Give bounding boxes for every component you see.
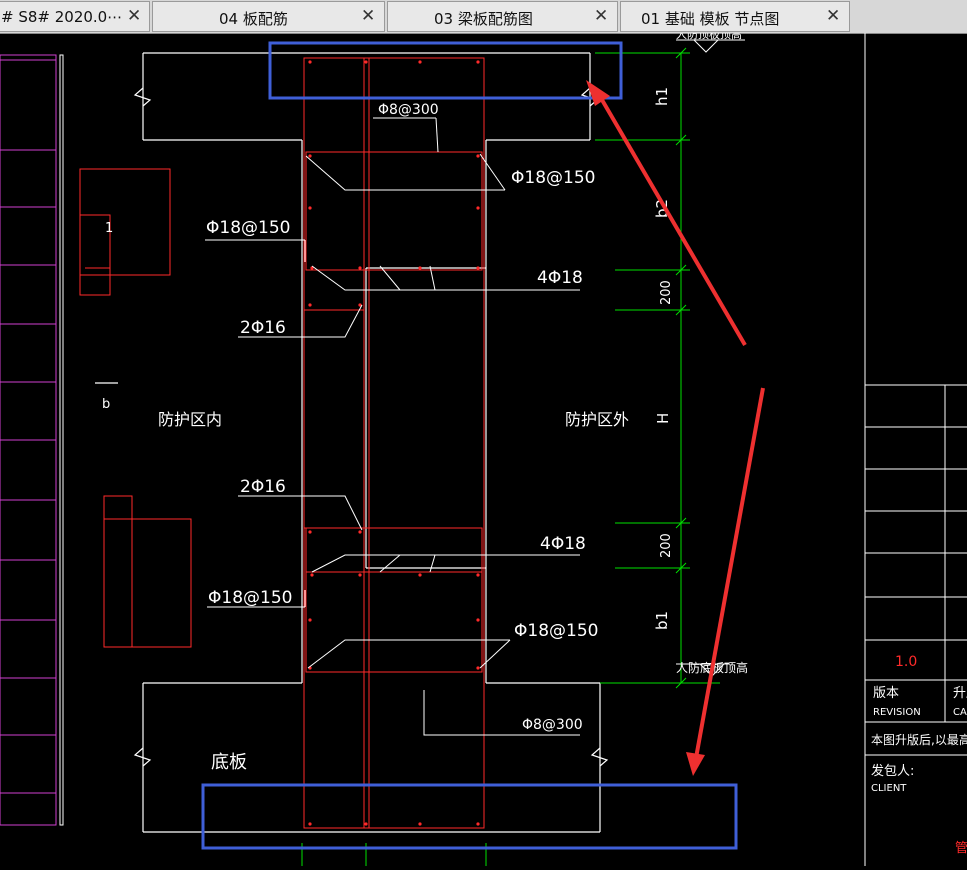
- label-phi18-top-right: Φ18@150: [511, 168, 595, 188]
- rebar-label-group: Φ8@300 Φ18@150 Φ18@150 4Φ18 2Φ16 2Φ16 4Φ…: [206, 102, 598, 733]
- highlight-box-top: [268, 41, 623, 100]
- left-panel: [0, 54, 57, 826]
- title-block-red-mark: 管: [955, 841, 967, 856]
- label-2phi16-top: 2Φ16: [240, 318, 286, 338]
- title-block-upgrade-label-en: CAU: [953, 707, 967, 718]
- tab-beam-slab-close-icon[interactable]: ✕: [594, 6, 609, 26]
- level-markers: [676, 39, 745, 677]
- cad-canvas[interactable]: Φ8@300 Φ18@150 Φ18@150 4Φ18 2Φ16 2Φ16 4Φ…: [0, 27, 967, 866]
- title-block: [864, 33, 967, 866]
- dim-200-bottom: 200: [659, 533, 674, 558]
- label-phi18-bottom-left: Φ18@150: [208, 588, 292, 608]
- tab-s8[interactable]: # S8# 2020.0⋯ ✕: [0, 1, 150, 32]
- title-block-note: 本图升版后,以最高版: [871, 732, 967, 747]
- label-4phi18-top: 4Φ18: [537, 268, 583, 288]
- title-block-version-label: 版本: [873, 686, 899, 701]
- dim-b1: b1: [653, 611, 671, 630]
- dimension-label-group: h1 b2 200 H 200 b1: [653, 87, 674, 630]
- annotation-arrow-bottom: [686, 387, 765, 776]
- section-mark-b: b: [102, 397, 110, 412]
- highlight-box-bottom: [201, 783, 738, 850]
- dim-200-top: 200: [659, 280, 674, 305]
- label-4phi18-bottom: 4Φ18: [540, 534, 586, 554]
- tab-slab-rebar[interactable]: 04 板配筋 ✕: [152, 1, 385, 32]
- drawing-svg: Φ8@300 Φ18@150 Φ18@150 4Φ18 2Φ16 2Φ16 4Φ…: [0, 27, 967, 866]
- concrete-outline: [95, 52, 609, 833]
- title-block-version-value: 1.0: [895, 654, 917, 670]
- section-number: 1: [105, 221, 113, 236]
- floor-slab-label: 底板: [211, 752, 247, 773]
- dim-H: H: [654, 413, 672, 424]
- title-block-client-label-en: CLIENT: [871, 783, 907, 794]
- zone-outside-label: 防护区外: [565, 410, 629, 429]
- label-phi18-top-left: Φ18@150: [206, 218, 290, 238]
- annotation-arrow-top: [586, 80, 747, 347]
- title-block-client-label: 发包人:: [871, 763, 914, 779]
- label-phi8-bottom: Φ8@300: [522, 717, 583, 733]
- left-panel-edge: [59, 54, 64, 826]
- leader-lines: [205, 117, 580, 736]
- tab-s8-label: # S8# 2020.0⋯: [1, 8, 123, 26]
- tab-slab-rebar-close-icon[interactable]: ✕: [361, 6, 376, 26]
- title-block-version-label-en: REVISION: [873, 707, 921, 718]
- tab-slab-rebar-label: 04 板配筋: [219, 10, 288, 28]
- rebar-lines: [79, 57, 485, 829]
- zone-inside-label: 防护区内: [158, 410, 222, 429]
- label-2phi16-bottom: 2Φ16: [240, 477, 286, 497]
- label-phi8-top: Φ8@300: [378, 102, 439, 118]
- rebar-dots: [308, 60, 480, 826]
- level-label-top: 人防顶板顶高: [676, 33, 742, 41]
- tab-foundation[interactable]: 01 基础 模板 节点图 ✕: [620, 1, 850, 32]
- tab-beam-slab[interactable]: 03 梁板配筋图 ✕: [387, 1, 618, 32]
- tab-s8-close-icon[interactable]: ✕: [127, 6, 142, 26]
- tab-foundation-close-icon[interactable]: ✕: [826, 6, 841, 26]
- tab-beam-slab-label: 03 梁板配筋图: [434, 10, 533, 28]
- tab-bar: # S8# 2020.0⋯ ✕ 04 板配筋 ✕ 03 梁板配筋图 ✕ 01 基…: [0, 0, 967, 34]
- title-block-upgrade-label: 升版: [953, 686, 967, 701]
- dim-h1: h1: [653, 87, 671, 106]
- label-phi18-bottom-right: Φ18@150: [514, 621, 598, 641]
- tab-foundation-label: 01 基础 模板 节点图: [641, 10, 780, 28]
